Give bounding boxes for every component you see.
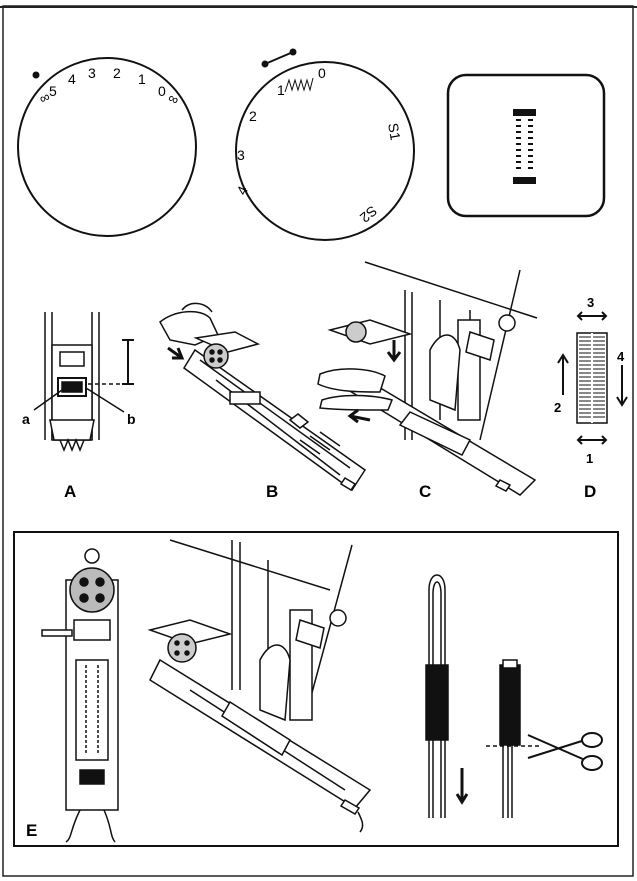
figure-d-sequence [557, 311, 628, 445]
figure-label-e: E [26, 821, 37, 840]
step-1-arrow-icon [576, 435, 608, 445]
dial-number-5: 5 [49, 83, 57, 99]
sequence-label-3: 3 [587, 295, 594, 310]
arrow-icon [167, 346, 185, 360]
indicator-dot [32, 71, 40, 79]
dial-symbol-inf-right: ∞ [166, 89, 182, 108]
left-arrow-icon [347, 408, 371, 424]
step-3-arrow-icon [576, 311, 608, 321]
stitch-mark-icon [284, 77, 314, 93]
figure-e-machine [147, 539, 372, 833]
dial-number-0: 0 [318, 65, 326, 81]
sequence-label-1: 1 [586, 451, 593, 466]
figure-a-foot [33, 312, 134, 453]
dial-number-2: 2 [249, 108, 257, 124]
sequence-label-2: 2 [554, 400, 561, 415]
figure-e-thread-loop [425, 574, 469, 818]
dial-special-s1: S1 [385, 122, 404, 142]
figure-e-cut-thread [486, 659, 540, 818]
dial-number-4: 4 [68, 71, 76, 87]
dial-number-3: 3 [88, 65, 96, 81]
indicator-bar [264, 51, 294, 65]
step-2-arrow-icon [557, 353, 569, 395]
dial-number-3: 3 [237, 147, 245, 163]
figure-label-b: B [266, 482, 278, 501]
figure-label-d: D [584, 482, 596, 501]
figure-label-c: C [419, 482, 431, 501]
sequence-label-4: 4 [617, 349, 625, 364]
down-arrow-icon [386, 340, 402, 363]
figure-e-panel [13, 531, 619, 847]
part-label-b: b [127, 411, 136, 427]
dial-number-2: 2 [113, 65, 121, 81]
scissors-icon [527, 732, 603, 771]
figure-c-machine [317, 261, 538, 496]
dial-number-0: 0 [158, 83, 166, 99]
pull-down-arrow-icon [455, 768, 469, 805]
dial-number-1: 1 [277, 82, 285, 98]
buttonhole-pattern-display [446, 73, 606, 218]
stitch-width-dial: ∞ 5 4 3 2 1 0 ∞ [17, 57, 197, 237]
stitch-length-dial: 1 0 2 3 4 S1 S2 [233, 48, 415, 241]
step-4-arrow-icon [616, 365, 628, 407]
figure-label-a: A [64, 482, 76, 501]
figure-e-foot-top [41, 548, 119, 843]
figure-b-button-insertion [159, 302, 367, 492]
dial-number-1: 1 [138, 71, 146, 87]
part-label-a: a [22, 411, 30, 427]
